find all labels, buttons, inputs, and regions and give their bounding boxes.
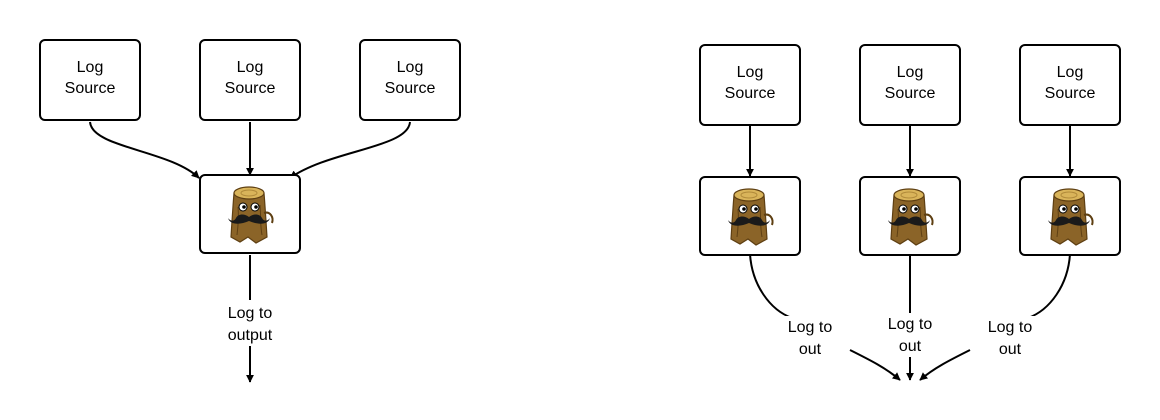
output-label-line2: out [999, 341, 1022, 358]
source-label-line2: Source [1045, 85, 1096, 102]
source-label-line2: Source [225, 80, 276, 97]
left-shipper-box-1 [199, 174, 301, 254]
source-box-rect [699, 44, 801, 126]
output-label-line2: output [228, 327, 273, 344]
output-label-line2: out [899, 338, 922, 355]
right-output-label-1: Log to out [782, 316, 838, 360]
source-box-rect [859, 44, 961, 126]
output-label-line2: out [799, 341, 822, 358]
arrow-r-out3-converge [919, 349, 971, 381]
source-label-line2: Source [385, 80, 436, 97]
source-label-line1: Log [77, 59, 104, 76]
output-label-line1: Log to [228, 305, 273, 322]
right-shipper-box-3 [1019, 176, 1121, 256]
source-label-line1: Log [237, 59, 264, 76]
arrow-source3-to-shipper [289, 121, 411, 179]
right-output-label-3: Log to out [982, 316, 1038, 360]
output-label-bg [882, 313, 938, 357]
source-label-line2: Source [65, 80, 116, 97]
output-label-line1: Log to [988, 319, 1033, 336]
connector-layer [89, 121, 1074, 383]
source-label-line1: Log [897, 64, 924, 81]
source-box-rect [39, 39, 141, 121]
arrow-source1-to-shipper [89, 121, 200, 179]
source-label-line1: Log [737, 64, 764, 81]
source-label-line2: Source [885, 85, 936, 102]
right-output-label-2: Log to out [882, 313, 938, 357]
source-box-rect [199, 39, 301, 121]
arrow-r-out1-converge [849, 349, 901, 381]
output-label-bg [782, 316, 838, 360]
output-label-line1: Log to [788, 319, 833, 336]
source-label-line1: Log [397, 59, 424, 76]
right-shipper-box-2 [859, 176, 961, 256]
line-r-shipper1-to-label [749, 253, 793, 319]
output-label-line1: Log to [888, 316, 933, 333]
line-r-shipper3-to-label [1027, 253, 1071, 319]
source-label-line2: Source [725, 85, 776, 102]
source-label-line1: Log [1057, 64, 1084, 81]
output-label-bg [222, 302, 278, 346]
right-shipper-box-1 [699, 176, 801, 256]
source-box-rect [1019, 44, 1121, 126]
output-label-bg [982, 316, 1038, 360]
source-box-rect [359, 39, 461, 121]
left-output-label-1: Log to output [222, 302, 278, 346]
